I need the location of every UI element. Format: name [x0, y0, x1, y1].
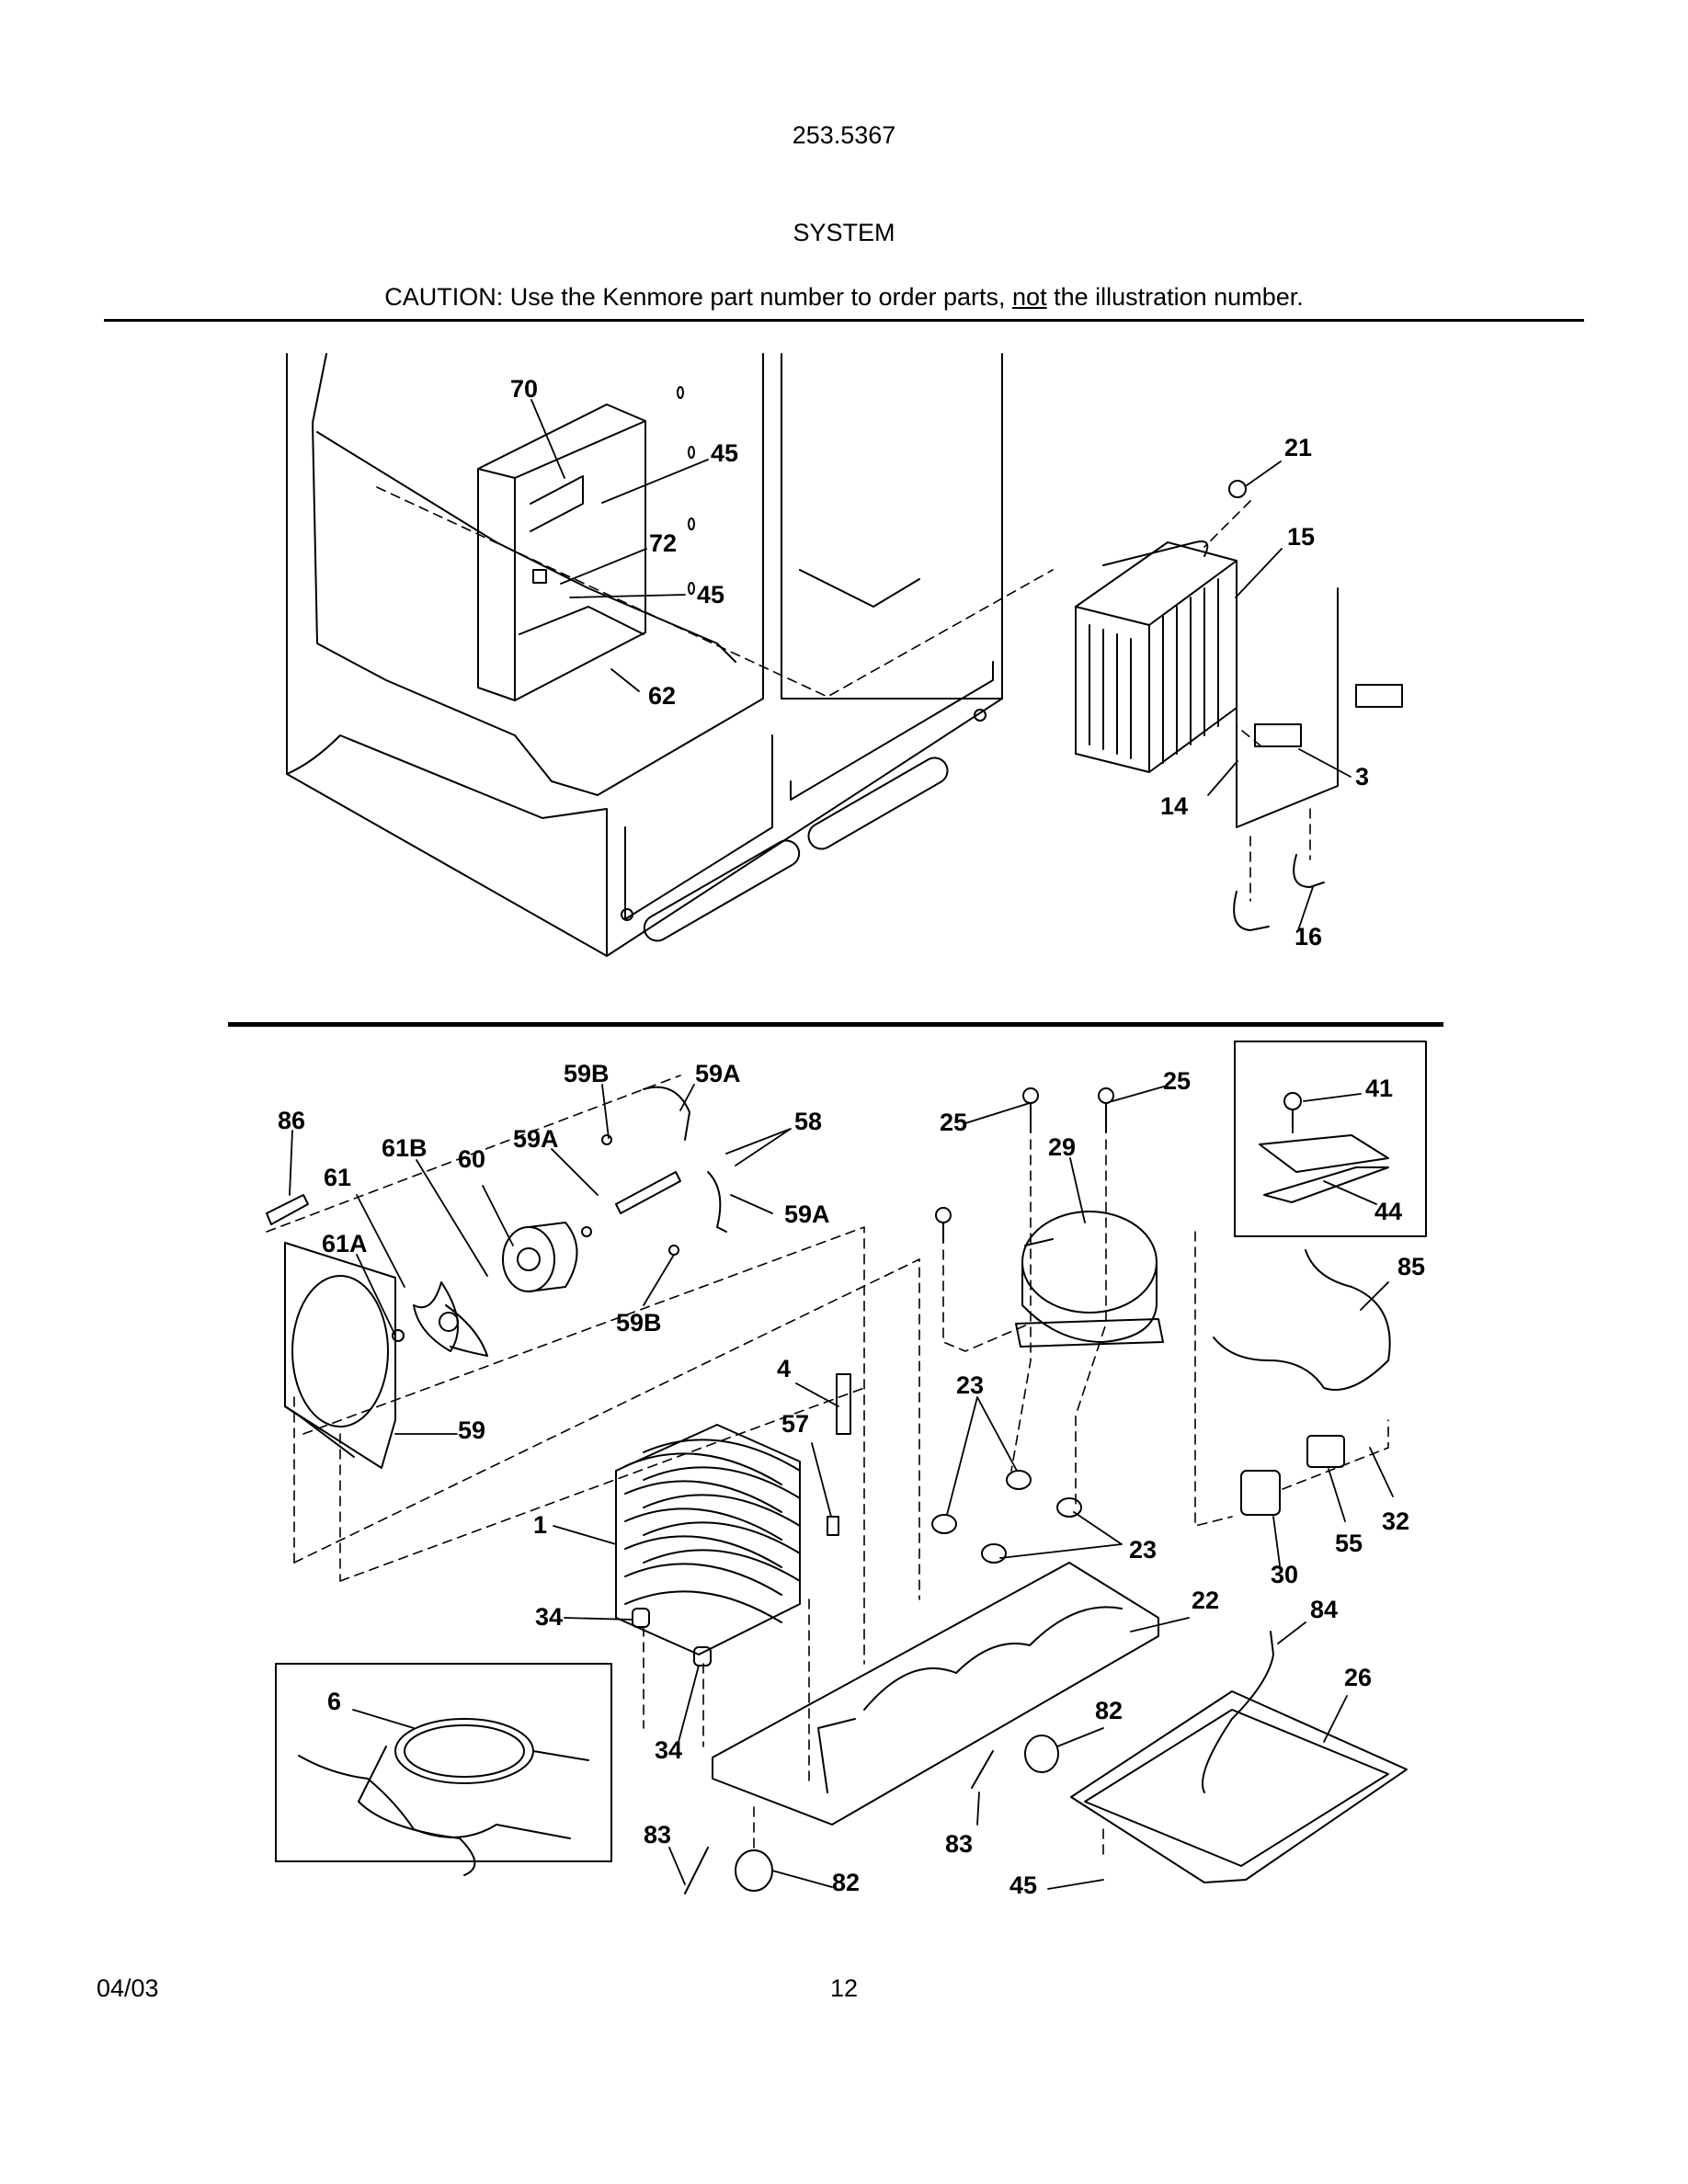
callout-84: 84: [1310, 1596, 1338, 1623]
callout-57: 57: [781, 1410, 809, 1438]
model-number: 253.5367: [792, 121, 896, 149]
callout-15: 15: [1287, 523, 1315, 551]
wiring-harness-6: [298, 1718, 589, 1876]
grommets-23: [931, 1470, 1082, 1564]
lower-hidden-lines: [266, 1075, 1389, 1858]
callout-22: 22: [1192, 1587, 1219, 1614]
dispenser-housing: [477, 404, 646, 701]
feet-34: [632, 1608, 712, 1666]
page-number: 12: [829, 1974, 859, 2002]
callout-23: 23: [956, 1371, 984, 1399]
condensate-tube-85: [1213, 1249, 1391, 1391]
clips-16: [1233, 854, 1325, 931]
callout-55: 55: [1335, 1530, 1363, 1557]
callout-6: 6: [327, 1688, 341, 1715]
callout-16: 16: [1295, 923, 1322, 950]
callout-1: 1: [533, 1511, 547, 1539]
callout-14: 14: [1160, 792, 1188, 820]
upper-callout-labels: 70 45 72 45 62 21 15 3 14 16: [510, 375, 1369, 950]
callout-25: 25: [940, 1109, 967, 1136]
relay-30-overload-55: [1240, 1435, 1345, 1516]
callout-29: 29: [1048, 1133, 1076, 1161]
inset-box-hardware: [1234, 1041, 1427, 1237]
callout-4: 4: [777, 1355, 791, 1382]
upper-leaders: [530, 399, 1352, 931]
upper-hidden-lines: [376, 486, 1311, 902]
bracket-86: [266, 1194, 309, 1225]
callout-45-c: 45: [1009, 1871, 1037, 1899]
callout-82-b: 82: [832, 1869, 860, 1896]
grommets-59: [392, 1086, 727, 1342]
caution-note: CAUTION: Use the Kenmore part number to …: [0, 283, 1688, 312]
callout-82: 82: [1095, 1697, 1123, 1724]
callout-59A-c: 59A: [784, 1200, 830, 1228]
drain-pan-26: [1070, 1690, 1408, 1883]
callout-72: 72: [649, 529, 677, 557]
callout-58: 58: [794, 1108, 822, 1135]
compressor-29: [1015, 1211, 1164, 1348]
callout-59B: 59B: [564, 1060, 610, 1087]
fan-blade-61: [413, 1281, 488, 1357]
callout-44: 44: [1374, 1198, 1402, 1225]
callout-3: 3: [1355, 763, 1369, 791]
feet-82-and-pins-83: [684, 1735, 1059, 1894]
coil-1: [615, 1424, 801, 1655]
header-rule: [104, 319, 1584, 322]
thermistor-21: [1228, 480, 1247, 498]
pad-3: [1254, 723, 1302, 747]
drain-tube-14: [1236, 578, 1339, 828]
callout-59B-b: 59B: [616, 1309, 662, 1337]
callout-45: 45: [711, 439, 738, 467]
callout-59A-b: 59A: [513, 1125, 559, 1153]
callout-83: 83: [644, 1821, 671, 1848]
lower-leaders: [289, 1084, 1394, 1890]
callout-59A: 59A: [695, 1060, 741, 1087]
refrigerator-cabinet-illustration: [286, 353, 1003, 957]
fan-shroud-59: [284, 1242, 396, 1469]
callout-26: 26: [1344, 1664, 1372, 1691]
callout-34: 34: [535, 1603, 563, 1631]
caution-emphasis: not: [1012, 283, 1047, 311]
callout-60: 60: [458, 1145, 485, 1173]
callout-45-b: 45: [697, 581, 724, 609]
drier-4-and-clip-57: [827, 1373, 851, 1536]
callout-61: 61: [324, 1164, 351, 1191]
callout-34-b: 34: [655, 1736, 682, 1764]
condenser-coil: [1075, 540, 1237, 773]
base-tray-22: [712, 1562, 1159, 1826]
lower-callout-labels: 59B 59A 86 61B 59A 58 60 61 59A 61A 59B …: [278, 1060, 1425, 1899]
caution-prefix: CAUTION: Use the Kenmore part number to …: [384, 283, 1013, 311]
callout-32: 32: [1382, 1507, 1409, 1535]
caution-suffix: the illustration number.: [1046, 283, 1304, 311]
revision-date: 04/03: [97, 1974, 159, 2002]
callout-70: 70: [510, 375, 538, 403]
callout-25-b: 25: [1163, 1067, 1191, 1095]
callout-83-b: 83: [945, 1830, 973, 1858]
pad-3-b: [1355, 684, 1403, 708]
fan-motor-60: [502, 1222, 578, 1292]
callout-23-b: 23: [1129, 1536, 1157, 1564]
callout-86: 86: [278, 1107, 305, 1134]
inset-bracket-44: [1259, 1092, 1389, 1203]
section-divider-rule: [228, 1022, 1443, 1027]
screws-25: [935, 1087, 1114, 1244]
callout-61B: 61B: [382, 1134, 428, 1162]
inset-box-wiring: [275, 1663, 612, 1862]
callout-41: 41: [1365, 1075, 1393, 1102]
callout-62: 62: [648, 682, 676, 710]
callout-30: 30: [1271, 1561, 1298, 1588]
section-title: SYSTEM: [793, 219, 895, 246]
callout-59: 59: [458, 1416, 485, 1444]
drain-tube-84: [1202, 1631, 1274, 1793]
callout-85: 85: [1397, 1253, 1425, 1280]
callout-21: 21: [1284, 434, 1312, 461]
callout-61A: 61A: [322, 1230, 368, 1257]
